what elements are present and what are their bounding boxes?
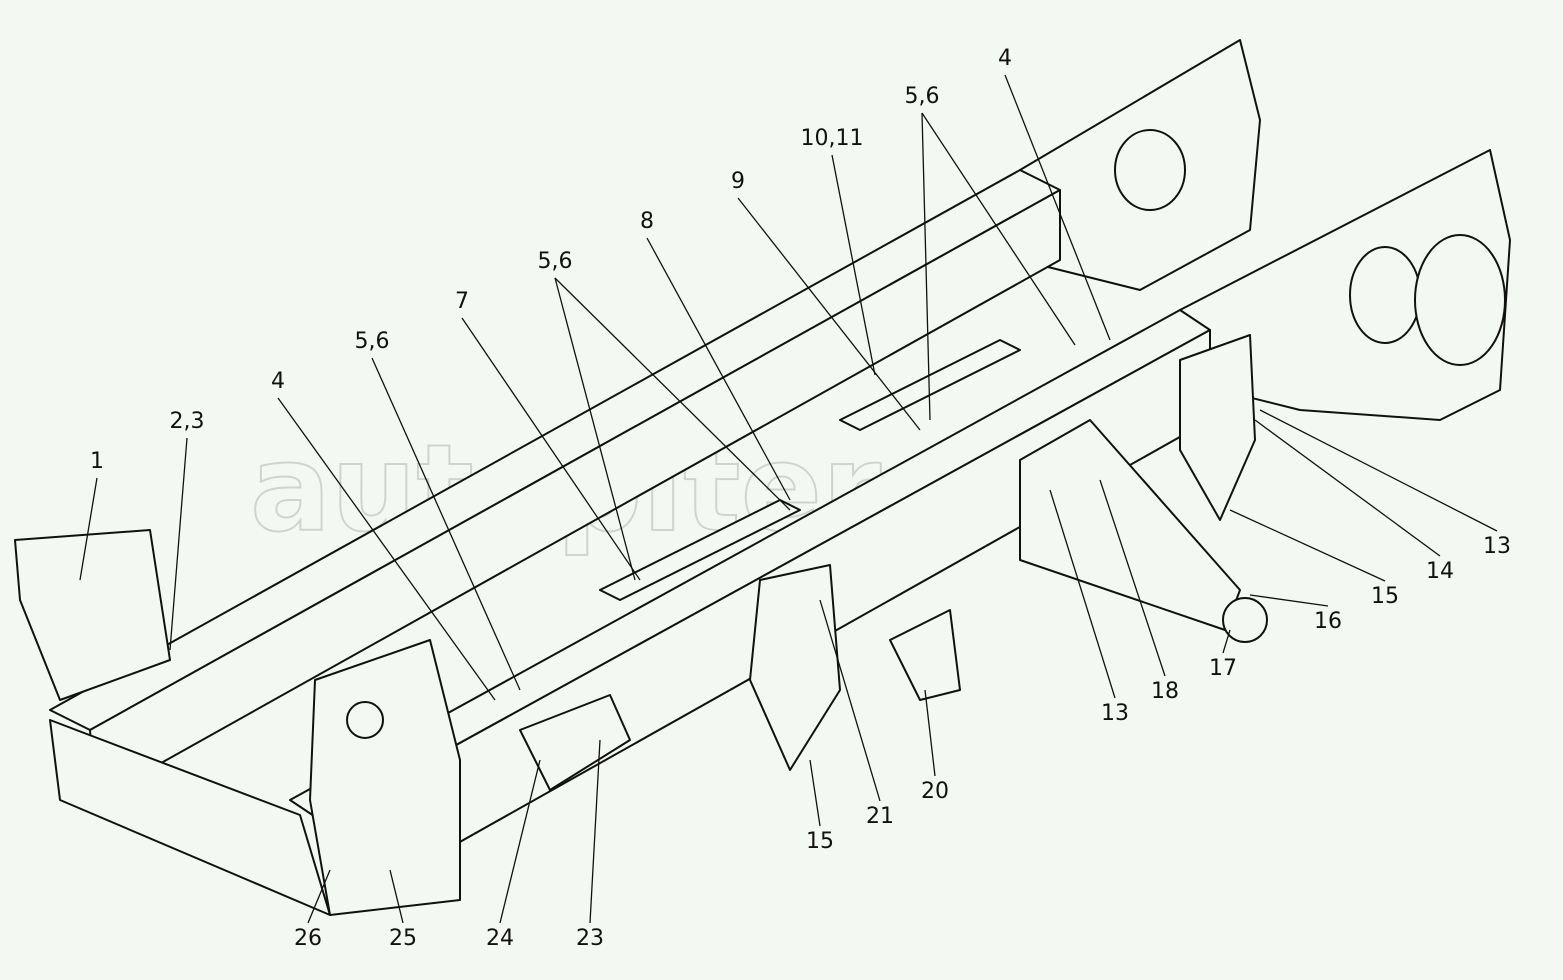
front-crossmember [49, 719, 331, 916]
leader-line [79, 477, 98, 581]
leader-line [554, 277, 791, 511]
frame-geometry [14, 39, 1511, 916]
leader-line [1222, 629, 1231, 654]
leader-line [554, 277, 636, 581]
callout-label: 5,6 [905, 84, 940, 109]
front-bracket-left [14, 529, 171, 701]
leader-line [499, 759, 541, 924]
crossmember [599, 499, 801, 601]
leader-line [921, 112, 931, 421]
spring-bracket [749, 564, 841, 771]
leader-line [1004, 74, 1111, 341]
callout-label: 15 [1371, 584, 1399, 609]
leader-line [371, 357, 521, 691]
leader-line [924, 689, 936, 777]
callout-label: 13 [1101, 701, 1129, 726]
callout-label: 20 [921, 779, 949, 804]
callout-label: 24 [486, 926, 514, 951]
coupling [1222, 597, 1268, 643]
callout-label: 26 [294, 926, 322, 951]
spring-bracket [1179, 334, 1256, 521]
leader-line [646, 237, 791, 501]
leader-line [1049, 489, 1116, 699]
callout-label: 17 [1209, 656, 1237, 681]
callout-label: 21 [866, 804, 894, 829]
callout-label: 23 [576, 926, 604, 951]
callout-label: 7 [455, 289, 469, 314]
leader-line [921, 112, 1076, 346]
leader-line [1254, 419, 1441, 557]
leader-line [461, 317, 641, 581]
crossmember [839, 339, 1021, 431]
rear-hole [1114, 129, 1186, 211]
callout-label: 5,6 [538, 249, 573, 274]
callout-label: 14 [1426, 559, 1454, 584]
wheel-hub [346, 701, 384, 739]
leader-line [819, 599, 881, 802]
leader-line [1229, 509, 1386, 582]
callouts: 1 2,3 4 5,6 7 5,6 8 9 10,11 5,6 4 13 14 15 16 17 18 13 20 2… [79, 46, 1511, 951]
callout-label: 4 [271, 369, 285, 394]
leader-line [1099, 479, 1166, 677]
leader-line [169, 437, 188, 651]
leader-line [831, 154, 876, 376]
leader-line [389, 869, 404, 924]
callout-label: 10,11 [801, 126, 864, 151]
callout-label: 5,6 [355, 329, 390, 354]
leader-line [1249, 594, 1329, 607]
leader-line [589, 739, 601, 924]
leader-line [737, 197, 921, 431]
callout-label: 16 [1314, 609, 1342, 634]
callout-label: 8 [640, 209, 654, 234]
callout-label: 9 [731, 169, 745, 194]
callout-label: 13 [1483, 534, 1511, 559]
rear-hole [1349, 246, 1421, 344]
callout-label: 1 [90, 449, 104, 474]
spring-bracket [889, 609, 961, 701]
leader-line [1259, 409, 1498, 532]
leader-line [307, 869, 331, 924]
bearing-bracket [519, 694, 631, 791]
callout-label: 4 [998, 46, 1012, 71]
leader-line [809, 759, 821, 827]
front-bracket-right [309, 639, 461, 916]
callout-label: 15 [806, 829, 834, 854]
callout-label: 25 [389, 926, 417, 951]
rear-hole [1414, 234, 1506, 366]
callout-label: 2,3 [170, 409, 205, 434]
callout-label: 18 [1151, 679, 1179, 704]
leader-line [277, 397, 496, 701]
